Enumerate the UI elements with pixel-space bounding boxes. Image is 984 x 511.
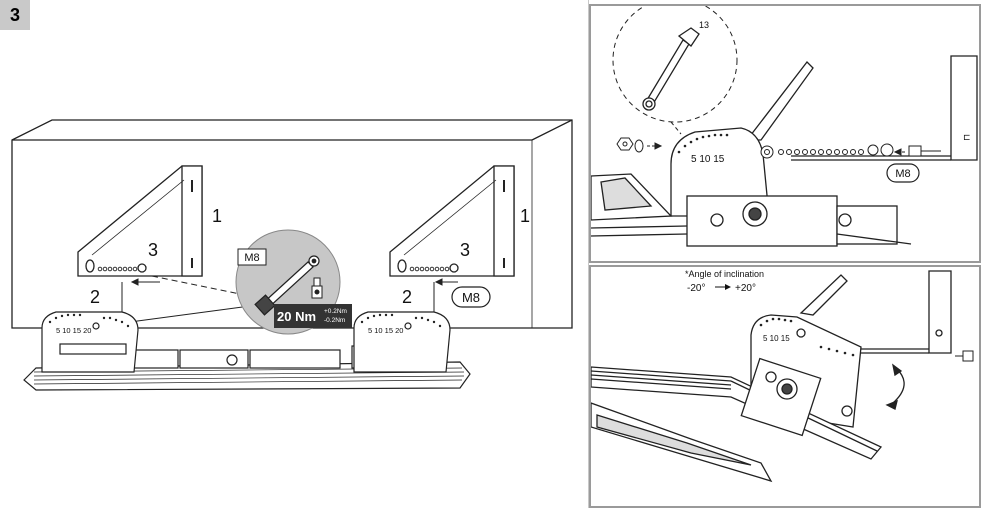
callout-3-left: 3	[148, 240, 158, 260]
angle-of-inclination-title: *Angle of inclination	[685, 269, 764, 279]
left-mounting-bracket	[77, 165, 203, 277]
scale-marks-inclined: 5 10 15	[763, 334, 790, 343]
bolt-head-icon	[311, 277, 323, 299]
washer-bolt-left	[616, 137, 663, 153]
step-number-badge: 3	[0, 0, 30, 30]
bracket-plate	[745, 55, 978, 161]
svg-text:M8: M8	[895, 168, 910, 180]
angle-to-label: +20°	[735, 283, 756, 294]
svg-text:+0.2Nm: +0.2Nm	[324, 308, 347, 315]
svg-text:M8: M8	[244, 252, 259, 264]
wrench-icon	[642, 27, 700, 111]
angle-range: -20° +20°	[687, 283, 756, 294]
rotation-arrow-icon	[885, 363, 905, 410]
slot-mark: ⊏	[963, 132, 971, 142]
torque-spec-box: 20 Nm +0.2Nm -0.2Nm	[274, 304, 352, 328]
wrench-size-label: 13	[699, 20, 709, 30]
svg-text:-0.2Nm: -0.2Nm	[324, 317, 345, 324]
callout-3-right: 3	[460, 240, 470, 260]
arrow-right-icon	[725, 284, 731, 290]
main-assembly-drawing: 1 3 2 1 3 2 M8	[11, 119, 573, 391]
scale-marks-detail: 5 10 15	[691, 154, 725, 165]
svg-text:M8: M8	[462, 290, 480, 305]
floodlight-fixture-tilted	[591, 357, 883, 483]
right-mounting-bracket	[389, 165, 515, 277]
bolt-inclined	[955, 350, 974, 362]
angle-from-label: -20°	[687, 283, 705, 294]
bolt-right	[893, 145, 941, 157]
fixture-body-detail	[591, 173, 912, 247]
scale-marks-left: 5 10 15 20	[56, 326, 91, 335]
callout-2-left: 2	[90, 287, 100, 307]
bolt-fastening-detail-panel: 13 ⊏ 5 10 15	[589, 4, 981, 263]
scale-marks-right: 5 10 15 20	[368, 326, 403, 335]
m8-label-right: M8	[451, 286, 491, 308]
adjustment-holes-row	[760, 143, 894, 159]
inclination-drawing: *Angle of inclination -20° +20°	[591, 269, 974, 483]
callout-1-right: 1	[520, 206, 530, 226]
magnification-circle	[612, 6, 738, 123]
tilt-scale-plate-left	[41, 311, 139, 373]
assembly-arrows	[121, 275, 458, 323]
callout-1-left: 1	[212, 206, 222, 226]
m8-label-detail: M8	[237, 248, 267, 266]
callout-2-right: 2	[402, 287, 412, 307]
tilt-scale-plate-right	[353, 311, 451, 373]
inclination-detail-panel: *Angle of inclination -20° +20°	[589, 265, 981, 508]
torque-wrench-icon	[254, 255, 320, 316]
svg-text:20 Nm: 20 Nm	[277, 309, 316, 324]
bolt-fastening-drawing: 13 ⊏ 5 10 15	[591, 6, 978, 247]
main-assembly-panel: 3	[0, 0, 573, 391]
m8-label-detail-top: M8	[886, 163, 920, 183]
